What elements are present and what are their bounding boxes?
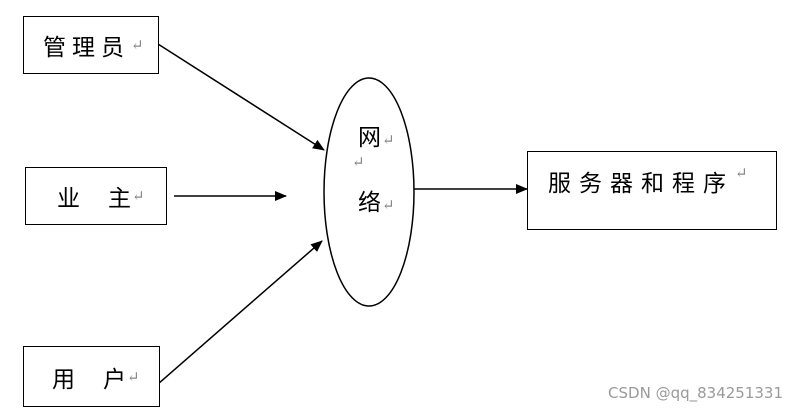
arrow-admin-to-network <box>157 43 325 151</box>
server-node: 服务器和程序↵ <box>527 151 777 230</box>
return-mark-icon: ↵ <box>352 153 365 171</box>
arrow-user-to-network <box>157 240 323 385</box>
user-label-b: 户 <box>103 366 126 393</box>
return-mark-icon: ↵ <box>131 36 150 54</box>
return-mark-icon: ↵ <box>127 367 140 386</box>
owner-label-b: 主 <box>108 186 131 212</box>
admin-node: 管理员↵ <box>23 16 159 74</box>
return-mark-icon: ↵ <box>132 187 145 205</box>
network-ellipse <box>323 77 415 307</box>
owner-label-a: 业 <box>57 186 80 212</box>
owner-node: 业 主↵ <box>25 167 167 225</box>
user-label-a: 用 <box>52 366 75 393</box>
return-mark-icon: ↵ <box>382 196 395 214</box>
return-mark-icon: ↵ <box>735 164 756 182</box>
return-mark-icon: ↵ <box>382 131 395 149</box>
network-label-line2: 络↵ <box>358 183 395 217</box>
network-char-1: 网 <box>358 125 381 151</box>
watermark: CSDN @qq_834251331 <box>608 384 783 402</box>
admin-label: 管理员 <box>43 35 130 61</box>
network-label-line1: 网↵ <box>358 118 395 152</box>
user-node: 用 户↵ <box>23 346 160 407</box>
server-label: 服务器和程序 <box>548 171 734 197</box>
network-char-2: 络 <box>358 190 381 216</box>
